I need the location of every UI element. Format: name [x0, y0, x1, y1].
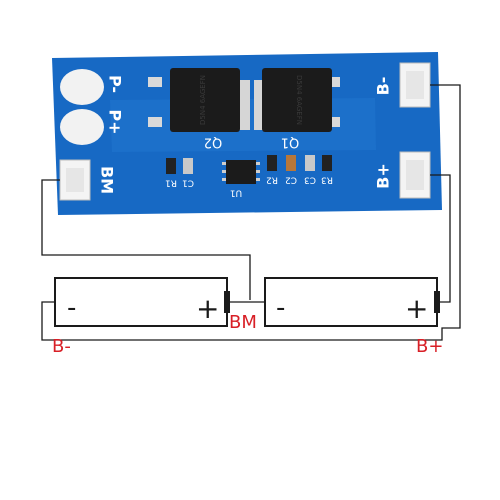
silk-u1: U1: [230, 188, 242, 198]
q2-marking: D5N4 6AGEFN: [199, 75, 207, 125]
silk-c2: C2: [285, 175, 297, 185]
pad-p-plus: [60, 109, 104, 145]
connector-b-plus: [399, 151, 431, 199]
silk-q1: Q1: [281, 135, 300, 150]
silk-bm: BM: [98, 166, 117, 194]
connector-b-minus: [399, 62, 431, 108]
silk-c3: C3: [304, 175, 316, 185]
smd-components: [166, 155, 332, 174]
battery-left: - +: [54, 277, 230, 327]
wire-bm: [41, 179, 251, 300]
silk-r3: R3: [321, 175, 333, 185]
pcb-board: D5N4 6AGEFN D5N4 6AGEFN: [52, 52, 442, 215]
silk-b-plus: B+: [374, 163, 393, 189]
silk-r1: R1: [165, 178, 177, 188]
wire-b-minus: [41, 84, 461, 341]
pad-p-minus: [60, 69, 104, 105]
silk-p-minus: P-: [106, 75, 125, 93]
silk-r2: R2: [266, 175, 278, 185]
connector-bm: [59, 159, 91, 201]
mosfet-q1: D5N4 6AGEFN: [254, 68, 340, 132]
q1-marking: D5N4 6AGEFN: [295, 75, 303, 125]
mosfet-q2: D5N4 6AGEFN: [148, 68, 250, 132]
silk-b-minus: B-: [374, 77, 393, 96]
label-b-minus: B-: [52, 336, 71, 357]
silk-q2: Q2: [204, 135, 223, 150]
battery-right-plus: +: [405, 292, 428, 325]
label-b-plus: B+: [416, 336, 444, 357]
battery-right-minus: -: [276, 293, 285, 323]
wires: [41, 84, 461, 341]
battery-right: - +: [264, 277, 440, 327]
label-bm: BM: [229, 312, 257, 333]
battery-left-minus: -: [67, 293, 76, 323]
ic-u1: [222, 160, 260, 184]
silk-c1: C1: [182, 178, 194, 188]
silk-p-plus: P+: [106, 109, 125, 134]
battery-left-plus: +: [196, 292, 219, 325]
wire-b-plus: [430, 174, 451, 303]
